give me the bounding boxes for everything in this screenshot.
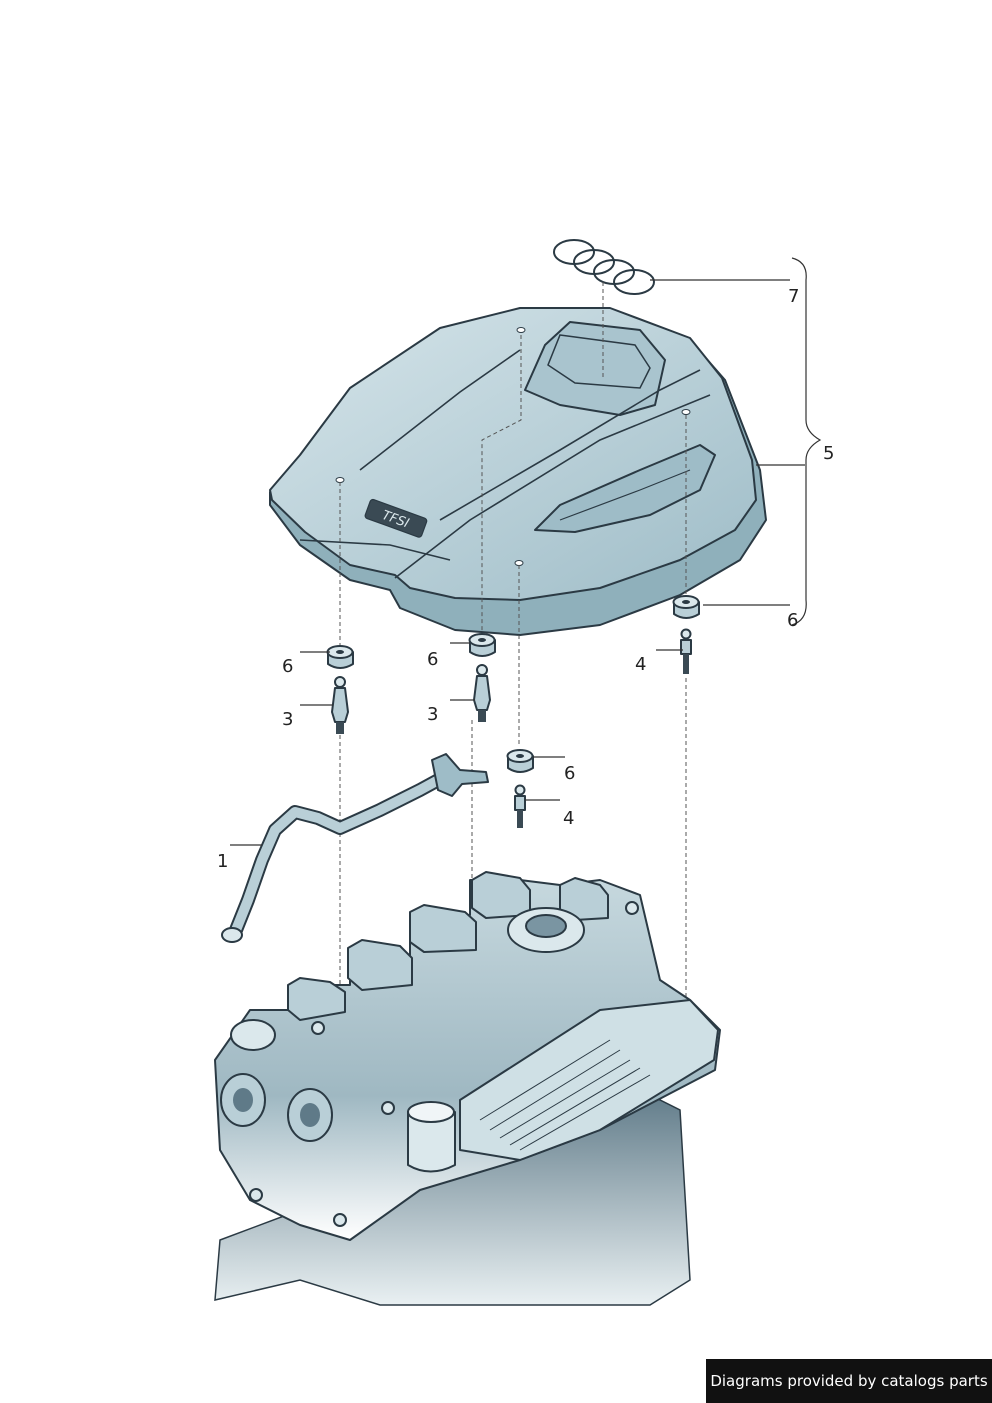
callout-7: 7 <box>788 286 799 307</box>
callout-4: 4 <box>563 808 574 829</box>
callout-3: 3 <box>427 704 438 725</box>
stud-bolt <box>514 784 526 828</box>
rubber-grommet <box>468 633 496 657</box>
rubber-grommet <box>672 595 700 619</box>
callout-4: 4 <box>635 654 646 675</box>
callout-6: 6 <box>787 610 798 631</box>
callout-1: 1 <box>217 851 228 872</box>
callout-6: 6 <box>564 763 575 784</box>
callout-6: 6 <box>427 649 438 670</box>
audi-rings-emblem <box>553 239 655 295</box>
ball-stud <box>331 676 349 734</box>
callout-6: 6 <box>282 656 293 677</box>
callout-labels: 7 5 6 6 3 6 3 4 6 4 1 <box>217 286 834 872</box>
engine-cover: TFSI <box>269 307 767 636</box>
rubber-grommet <box>326 645 354 669</box>
ball-stud <box>473 664 491 722</box>
stud-bolt <box>680 628 692 674</box>
callout-3: 3 <box>282 709 293 730</box>
leader-lines <box>230 257 822 846</box>
cylinder-head <box>214 871 721 1306</box>
callout-5: 5 <box>823 443 834 464</box>
breather-hose <box>221 753 489 943</box>
diagram-credit-banner: Diagrams provided by catalogs parts <box>706 1359 992 1403</box>
rubber-grommet <box>506 749 534 773</box>
